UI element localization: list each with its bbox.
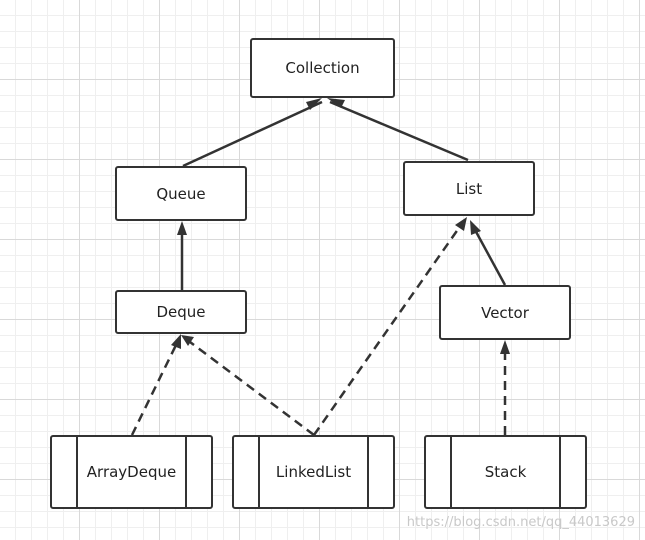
edge-list-collection: [327, 98, 469, 162]
node-deque: Deque: [115, 290, 247, 334]
node-queue: Queue: [115, 166, 247, 221]
edge-arraydeque-deque: [130, 334, 181, 436]
edge-stack-vector: [500, 340, 510, 435]
node-vector: Vector: [439, 285, 571, 340]
node-collection: Collection: [250, 38, 395, 98]
edge-queue-collection: [182, 98, 323, 168]
edge-vector-list: [470, 220, 507, 286]
node-list: List: [403, 161, 535, 216]
edge-linkedlist-deque: [181, 335, 315, 436]
node-linkedlist: LinkedList: [232, 435, 395, 509]
watermark-text: https://blog.csdn.net/qq_44013629: [406, 515, 635, 530]
node-stack: Stack: [424, 435, 587, 509]
edge-deque-queue: [177, 221, 187, 290]
edge-linkedlist-list: [312, 217, 467, 436]
node-arraydeque: ArrayDeque: [50, 435, 213, 509]
